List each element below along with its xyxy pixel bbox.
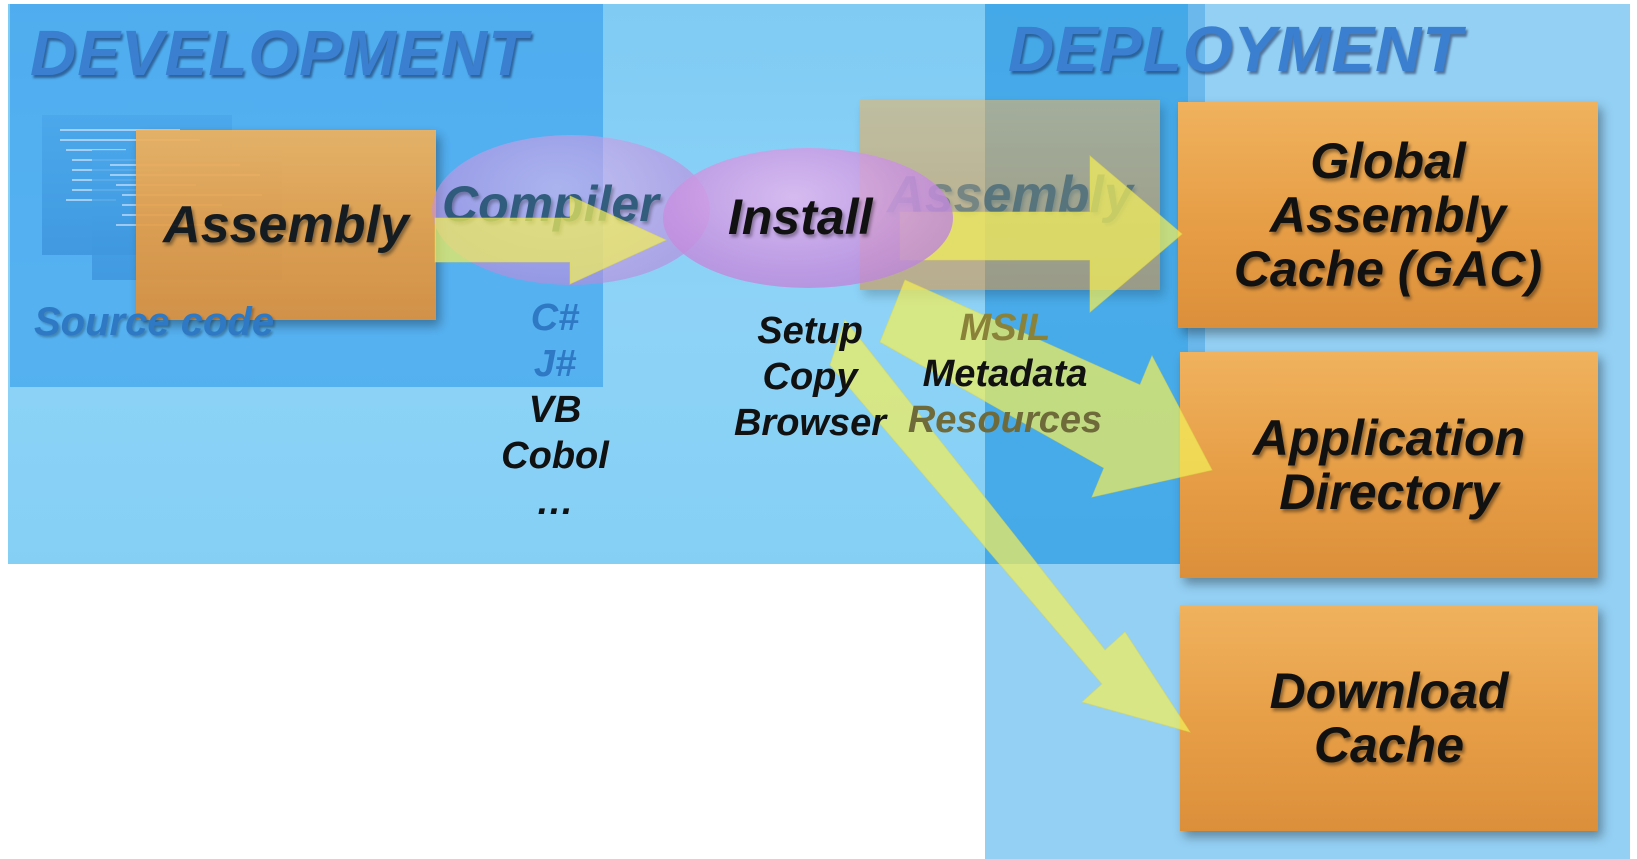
gac-label-line3: Cache (GAC) (1233, 241, 1543, 297)
install-method-item: Setup (757, 310, 863, 352)
assembly-content-item: MSIL (959, 307, 1051, 349)
application-directory-box: Application Directory (1180, 352, 1598, 578)
install-label: Install (728, 189, 873, 245)
compiler-to-install-arrow (434, 195, 668, 285)
assembly-content-item: Metadata (922, 353, 1088, 395)
language-item: … (536, 481, 574, 523)
install-method-list: Setup Copy Browser (720, 308, 900, 446)
download-cache-label-line2: Cache (1313, 717, 1465, 773)
assembly-label: Assembly (163, 196, 409, 254)
install-ellipse (663, 148, 953, 288)
download-cache-label-line1: Download (1269, 663, 1509, 719)
language-item: VB (528, 389, 582, 431)
install-to-app-dir-arrow (879, 279, 1213, 498)
language-item: Cobol (501, 435, 609, 477)
language-item: C# (530, 297, 580, 339)
source-code-label: Source code (34, 300, 275, 344)
install-to-download-cache-arrow (829, 318, 1192, 733)
gac-label-line1: Global (1310, 133, 1466, 189)
development-title: DEVELOPMENT (30, 17, 529, 89)
app-dir-label-line1: Application (1252, 410, 1526, 466)
deployment-title: DEPLOYMENT (1008, 13, 1463, 85)
assembly-contents-list: MSIL Metadata Resources (900, 305, 1110, 443)
app-dir-label-line2: Directory (1279, 464, 1499, 520)
assembly-content-item: Resources (907, 399, 1103, 441)
assembly-box: Assembly (136, 130, 436, 320)
install-to-gac-arrow (899, 154, 1183, 314)
install-method-item: Copy (762, 356, 858, 398)
gac-label-line2: Assembly (1269, 187, 1507, 243)
gac-box: Global Assembly Cache (GAC) (1178, 102, 1598, 328)
install-method-item: Browser (733, 402, 887, 444)
language-item: J# (533, 343, 577, 385)
language-list: C# J# VB Cobol … (480, 295, 630, 525)
download-cache-box: Download Cache (1180, 605, 1598, 831)
